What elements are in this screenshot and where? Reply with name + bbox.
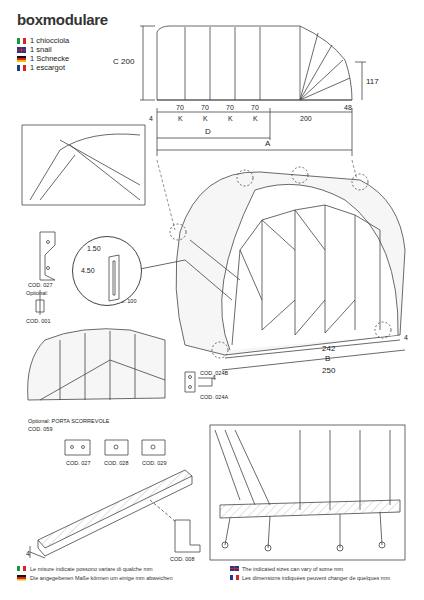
dimension-label: 200 (300, 115, 312, 123)
dimension-label: 70 (201, 104, 209, 112)
dimension-label: 70 (176, 104, 184, 112)
dimension-label: 4.50 (81, 267, 95, 275)
part-code: COD. 024A (200, 394, 228, 400)
part-code: COD. 027 (28, 282, 52, 288)
dimension-label: K (228, 115, 233, 123)
part-code: COD. 059 (28, 426, 52, 432)
dimension-label: B (325, 355, 330, 364)
legend-text: 1 chiocciola (30, 37, 69, 45)
part-code: COD. 024B (200, 370, 228, 376)
dimension-label: K (253, 115, 258, 123)
dimension-label: K (178, 115, 183, 123)
detail-circle: 1.50 4.50 (72, 236, 142, 306)
note-text: Le misure indicate possono variare di qu… (30, 566, 153, 572)
legend-text: 1 escargot (30, 64, 65, 72)
dimension-label: A (265, 140, 270, 149)
dimension-label: 4 (149, 115, 153, 123)
note-text: The indicated sizes can vary of some mm (242, 566, 343, 572)
dimension-label: 242 (322, 345, 335, 354)
part-code: COD. 028 (104, 460, 128, 466)
part-code: COD. 008 (170, 556, 194, 562)
dimension-label: 4 (404, 334, 408, 342)
legend-text: 1 snail (30, 46, 52, 54)
note-text: Les dimensions indiquées peuvent changer… (242, 575, 390, 581)
dimension-label: K (203, 115, 208, 123)
dimension-label: 4 (26, 550, 30, 558)
dimension-label: D (205, 128, 211, 137)
part-code: COD. 001 (26, 318, 50, 324)
part-code: COD. 027 (66, 460, 90, 466)
dimension-label: C 200 (113, 58, 134, 67)
dimension-label: 117 (366, 78, 379, 87)
dimension-label: 70 (251, 104, 259, 112)
legend-text: 1 Schnecke (30, 55, 69, 63)
dimension-label: 250 (322, 367, 335, 376)
note-text: Die angegebenen Maße können um einige mm… (30, 575, 172, 581)
title: boxmodulare (17, 12, 108, 29)
dimension-label: 48 (344, 104, 352, 112)
part-code: COD. 029 (142, 460, 166, 466)
dimension-label: 1.50 (87, 245, 101, 253)
dimension-label: Optional: PORTA SCORREVOLE (28, 418, 109, 424)
dimension-label: 70 (226, 104, 234, 112)
dimension-label: Optional: (26, 290, 48, 296)
